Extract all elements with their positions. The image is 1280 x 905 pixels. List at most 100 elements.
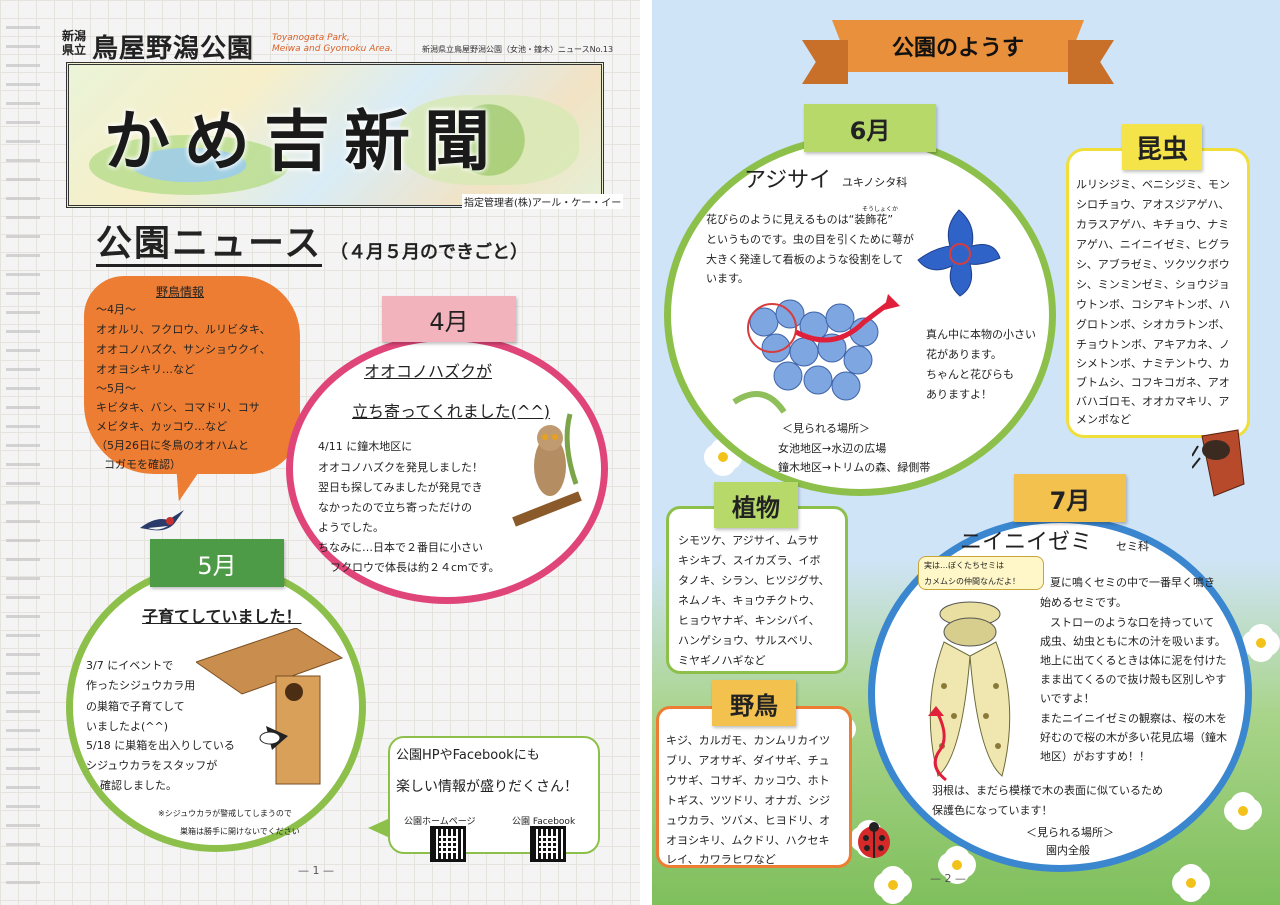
may-text: 作ったシジュウカラ用 (86, 679, 196, 692)
right-page: 公園のようす 6月 アジサイ ユキノシタ科 そうしょくか 花びらのように見えるも… (652, 0, 1280, 905)
bird-info-line: オオヨシキリ…など (96, 363, 195, 376)
april-headline: オオコノハズクが (364, 362, 493, 381)
hydrangea-desc: というものです。虫の目を引くために萼が (706, 233, 914, 246)
swallow-illustration (138, 506, 186, 536)
plants-tag: 植物 (714, 482, 798, 528)
hydrangea-where: 女池地区→水辺の広場 (778, 442, 887, 455)
plants-line: ミヤギノハギなど (678, 654, 766, 667)
wild-birds-line: キジ、カルガモ、カンムリカイツ (666, 734, 831, 747)
bird-info-bubble (84, 276, 300, 474)
spiral-binding (6, 20, 40, 890)
furigana: そうしょくか (862, 206, 899, 213)
nest-box-illustration (194, 627, 346, 788)
owl-illustration (510, 404, 584, 534)
cicada-text: またニイニイゼミの観察は、桜の木を (1040, 712, 1227, 725)
april-text: フクロウで体長は約２４cmです。 (330, 561, 500, 574)
manager-label: 指定管理者(株)アール・ケー・イー (462, 194, 624, 209)
may-text: シジュウカラをスタッフが (86, 759, 218, 772)
insects-tag-label: 昆虫 (1135, 134, 1188, 165)
wild-birds-line: ュウカラ、ツバメ、ヒヨドリ、オ (666, 814, 831, 827)
news-subheading: （４月５月のできごと） (330, 242, 528, 263)
cicada-text: 好むので桜の木が多い花見広場（鐘木 (1040, 731, 1227, 744)
park-illustration-trees (399, 95, 579, 185)
april-text: ちなみに…日本で２番目に小さい (318, 541, 483, 554)
daisy-decoration (1230, 798, 1256, 824)
plants-line: ネムノキ、キョウチクトウ、 (678, 594, 821, 607)
insects-line: アゲハ、ニイニイゼミ、ヒグラ (1076, 238, 1230, 251)
july-tag-label: 7月 (1049, 486, 1091, 515)
hydrangea-note: ちゃんと花びらも (926, 368, 1014, 381)
cicada-wing-note: 保護色になっています！ (932, 804, 1053, 817)
hydrangea-name: アジサイ (744, 168, 832, 193)
insects-line: シ、アブラゼミ、ツクツクボウ (1076, 258, 1230, 271)
bird-info-line: （5月26日に冬鳥のオオハムと (96, 439, 249, 452)
may-note: 巣箱は勝手に開けないでください (180, 827, 300, 836)
hydrangea-note: 花があります。 (926, 348, 1002, 361)
daisy-decoration (880, 872, 906, 898)
bird-info-title: 野鳥情報 (156, 285, 205, 299)
plants-line: ハンゲショウ、サルスベリ、 (678, 634, 820, 647)
april-tag-label: 4月 (429, 307, 469, 336)
cicada-text: 地区）がおすすめ！！ (1040, 750, 1150, 763)
may-tag-label: 5月 (197, 551, 237, 580)
banner-ribbon-end (802, 40, 848, 84)
wild-birds-line: レイ、カワラヒワなど (666, 853, 776, 866)
insects-line: カラスアゲハ、キチョウ、ナミ (1076, 218, 1230, 231)
news-heading: 公園ニュース (96, 224, 323, 267)
facebook-qr-code[interactable] (530, 826, 566, 862)
hydrangea-note: 真ん中に本物の小さい (926, 328, 1036, 341)
homepage-qr-code[interactable] (430, 826, 466, 862)
facebook-label: 公園 Facebook (512, 817, 576, 827)
wild-birds-tag: 野鳥 (712, 680, 796, 726)
hydrangea-family: ユキノシタ科 (842, 176, 908, 189)
daisy-decoration (944, 852, 970, 878)
cicada-text: ストローのような口を持っていて (1050, 616, 1215, 629)
cicada-where: 園内全般 (1046, 844, 1090, 857)
insects-tag: 昆虫 (1122, 124, 1202, 170)
insects-line: ウトンボ、コシアキトンボ、ハ (1076, 298, 1230, 311)
insects-line: ブトムシ、コフキコガネ、アオ (1076, 376, 1230, 389)
left-page: 新潟 県立 鳥屋野潟公園 Toyanogata Park, Meiwa and … (0, 0, 640, 905)
banner-ribbon-end (1068, 40, 1114, 84)
april-text: ようでした。 (318, 521, 384, 534)
cicada-small-illustration (1191, 424, 1248, 500)
wild-birds-tag-label: 野鳥 (730, 691, 778, 720)
insects-box (1066, 148, 1250, 438)
cicada-where-label: ＜見られる場所＞ (1026, 826, 1114, 839)
park-illustration (89, 135, 289, 195)
wild-birds-line: トギス、ツツドリ、オナガ、シジ (666, 794, 831, 807)
cicada-family: セミ科 (1116, 540, 1149, 553)
bird-info-line: 〜5月〜 (96, 382, 136, 395)
april-tag: 4月 (382, 296, 516, 342)
may-text: の巣箱で子育てして (86, 700, 185, 713)
june-circle (664, 134, 1056, 496)
bird-info-line: キビタキ、バン、コマドリ、コサ (96, 401, 260, 414)
web-info-box-tail (368, 818, 390, 838)
may-note: ※シジュウカラが警戒してしまうので (158, 809, 292, 818)
page-number: — 1 — (298, 864, 334, 877)
cicada-illustration (914, 596, 1026, 786)
hydrangea-desc: います。 (706, 272, 749, 285)
wild-birds-line: ウサギ、コサギ、カッコウ、ホト (666, 774, 830, 787)
insects-line: グロトンボ、シオカラトンボ、 (1076, 318, 1230, 331)
cicada-text: 成虫、幼虫ともに木の汁を吸います。 (1040, 635, 1226, 648)
daisy-decoration (1248, 630, 1274, 656)
bird-info-line: オオルリ、フクロウ、ルリビタキ、 (96, 323, 271, 336)
ladybug-illustration (854, 820, 894, 860)
plants-line: ヒョウヤナギ、キンシバイ、 (678, 614, 820, 627)
hydrangea-desc: 花びらのように見えるものは“装飾花” (706, 213, 894, 226)
plants-line: タノキ、シラン、ヒツジグサ、 (678, 574, 830, 587)
bird-info-line: メビタキ、カッコウ…など (96, 420, 228, 433)
insects-line: チョウトンボ、アキアカネ、ノ (1076, 338, 1230, 351)
april-text: オオコノハズクを発見しました！ (318, 461, 483, 474)
homepage-label: 公園ホームページ (404, 817, 476, 827)
bird-info-line: オオコノハズク、サンショウクイ、 (96, 343, 271, 356)
cicada-text: 夏に鳴くセミの中で一番早く鳴き (1050, 576, 1215, 589)
wild-birds-line: ブリ、アオサギ、ダイサギ、チュ (666, 754, 830, 767)
banner-title: 公園のようす (892, 36, 1025, 61)
cicada-wing-note: 羽根は、まだら模様で木の表面に似ているため (932, 784, 1163, 797)
wing-arrow (926, 706, 956, 784)
cicada-text: 地上に出てくるときは体に泥を付けた (1040, 654, 1227, 667)
sepal-closeup-illustration (914, 204, 1004, 300)
april-text: 翌日も探してみましたが発見でき (318, 481, 483, 494)
